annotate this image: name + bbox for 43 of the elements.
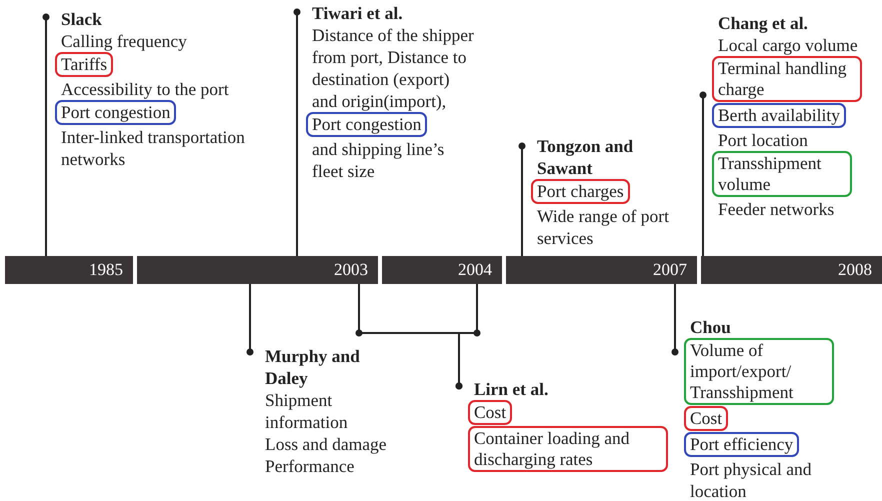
highlighted-factor: Tariffs — [55, 52, 114, 77]
author-heading: Murphy and Daley — [264, 345, 361, 389]
connector-line — [294, 8, 300, 256]
factor-text: Feeder networks — [717, 198, 836, 220]
connector-line — [246, 284, 254, 356]
factor-text: and shipping line’s fleet size — [311, 138, 446, 182]
factor-text: Inter-linked transportation networks — [60, 126, 246, 170]
highlighted-factor: Terminal handling charge — [712, 56, 862, 102]
highlighted-factor: Port congestion — [55, 100, 176, 125]
author-heading: Chou — [689, 316, 732, 338]
timeline-segment: 2004 — [382, 256, 502, 284]
factor-text: Port physical and location — [689, 458, 813, 501]
highlighted-factor: Port efficiency — [684, 432, 800, 457]
highlighted-factor: Port congestion — [306, 112, 428, 137]
connector-line — [518, 142, 526, 256]
factor-text: Wide range of port services — [536, 205, 670, 249]
factor-text: Performance — [264, 455, 356, 477]
highlighted-factor: Transshipment volume — [712, 151, 852, 197]
timeline-segment: 2008 — [701, 256, 882, 284]
highlighted-factor: Cost — [684, 406, 728, 431]
author-heading: Tongzon and Sawant — [536, 135, 634, 179]
highlighted-factor: Volume of import/export/ Transshipment — [684, 338, 834, 405]
factor-text: Port location — [717, 129, 809, 151]
factor-text: Shipment information — [264, 389, 349, 433]
connector-line — [42, 14, 50, 256]
highlighted-factor: Container loading and discharging rates — [468, 426, 668, 472]
highlighted-factor: Port charges — [531, 179, 630, 204]
author-heading: Slack — [60, 8, 103, 30]
author-heading: Tiwari et al. — [311, 2, 404, 24]
factor-text: Local cargo volume — [717, 34, 859, 56]
timeline-segment: 1985 — [5, 256, 133, 284]
connector-line — [672, 284, 678, 356]
factor-text: Accessibility to the port — [60, 78, 230, 100]
factor-text: Calling frequency — [60, 30, 188, 52]
timeline-segment: 2007 — [506, 256, 697, 284]
highlighted-factor: Cost — [468, 400, 512, 425]
connector-line — [700, 92, 706, 256]
timeline-segment: 2003 — [137, 256, 378, 284]
factor-text: Distance of the shipper from port, Distance to destination (export) and origin(import), — [311, 24, 475, 112]
author-heading: Chang et al. — [717, 12, 809, 34]
connector-line — [456, 284, 478, 390]
highlighted-factor: Berth availability — [712, 103, 846, 128]
factor-text: Loss and damage — [264, 433, 388, 455]
